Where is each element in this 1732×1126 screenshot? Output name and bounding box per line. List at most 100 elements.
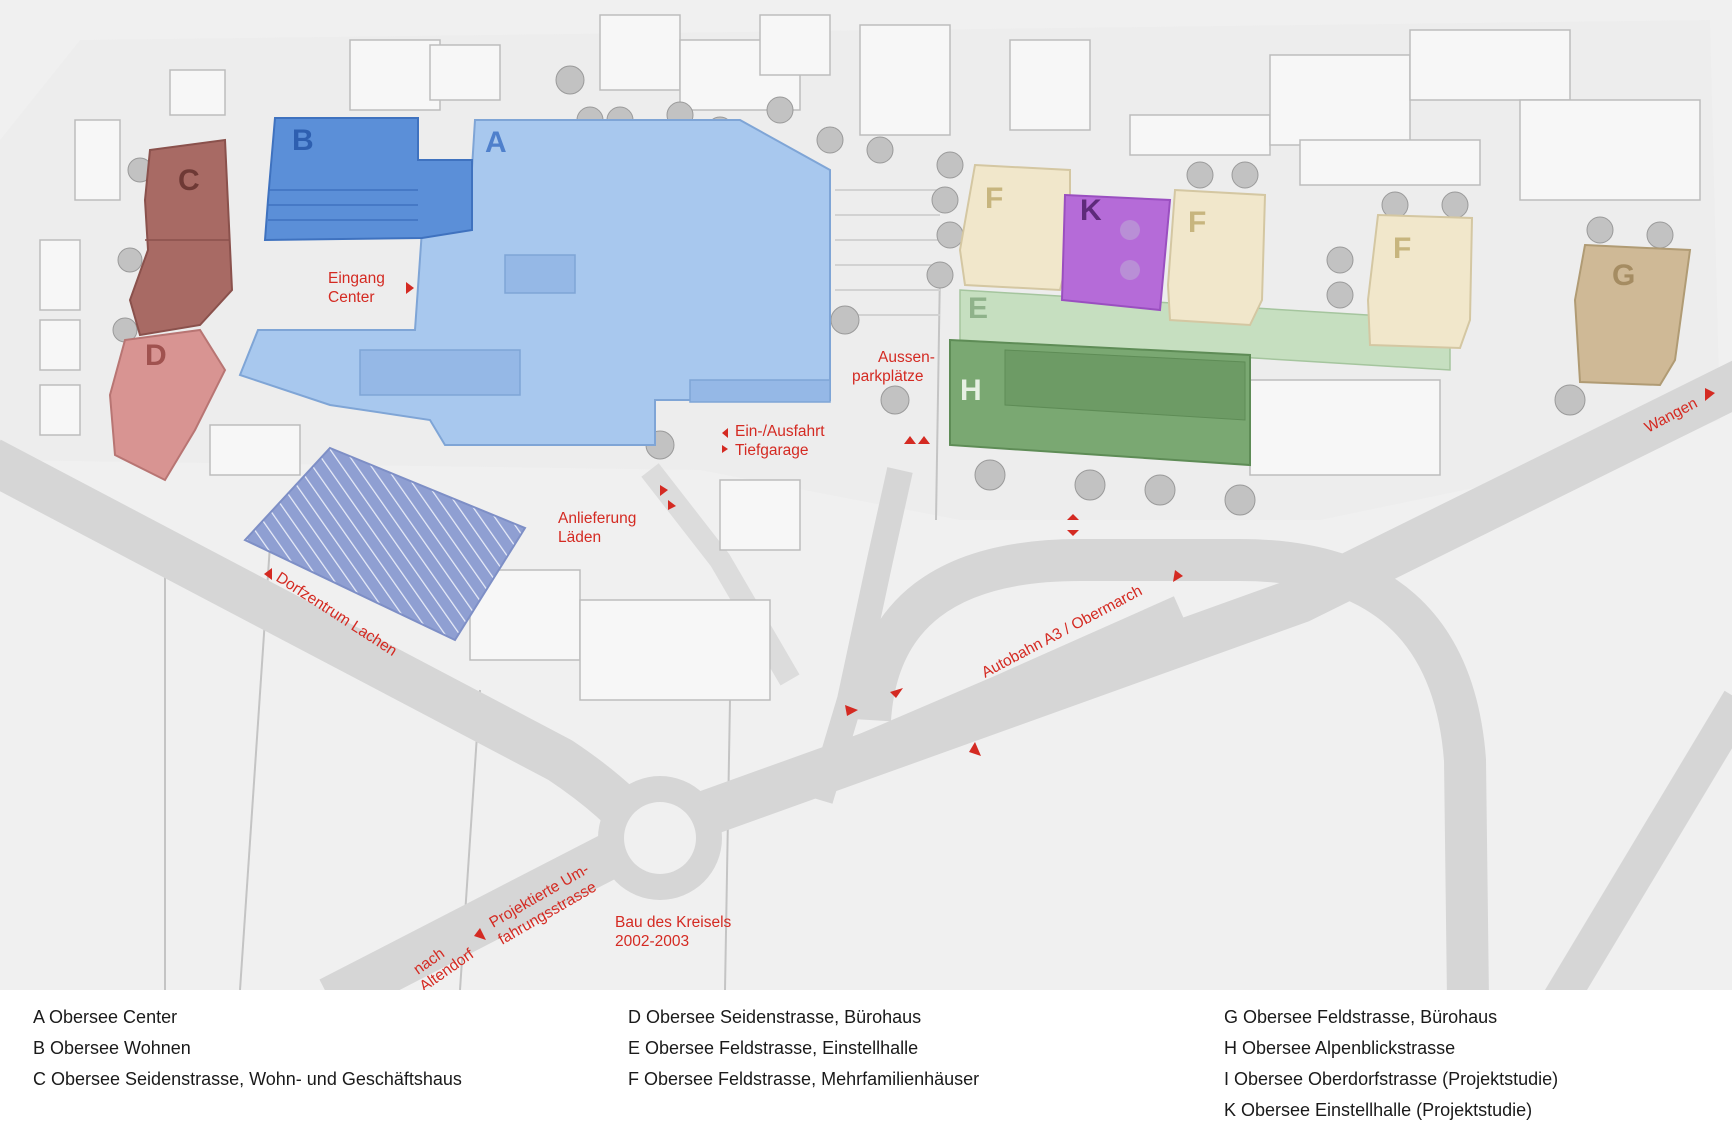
block-b-obersee-wohnen: [263, 117, 473, 242]
roads: [0, 360, 1732, 990]
tree: [117, 247, 143, 273]
gray-building: [169, 69, 226, 116]
tree: [816, 126, 844, 154]
tree: [1586, 216, 1614, 244]
legend: A Obersee Center B Obersee Wohnen C Ober…: [0, 990, 1732, 1124]
gray-building: [1129, 114, 1271, 156]
block-a-roof-detail: [504, 254, 576, 294]
gray-building: [719, 479, 801, 551]
block-f-building: [1166, 188, 1267, 327]
gray-building: [74, 119, 121, 201]
block-k-body: [1060, 193, 1172, 312]
legend-item-h: H Obersee Alpenblickstrasse: [1224, 1038, 1456, 1058]
block-d-body: [108, 328, 227, 482]
label-einausfahrt: Ein-/Ausfahrt: [735, 423, 825, 440]
legend-column-2: D Obersee Seidenstrasse, Bürohaus E Ober…: [628, 1002, 979, 1095]
legend-item-g: G Obersee Feldstrasse, Bürohaus: [1224, 1007, 1498, 1027]
label-anlieferung: Anlieferung: [558, 510, 636, 527]
gray-building: [429, 44, 501, 101]
gray-building: [759, 14, 831, 76]
block-c-body: [128, 138, 234, 337]
neighbour-buildings: [39, 14, 1701, 701]
legend-item-a: A Obersee Center: [33, 1007, 178, 1027]
block-d-seidenstrasse-buero: [108, 328, 227, 482]
gray-building: [1409, 29, 1571, 101]
block-letter-g: G: [1612, 259, 1635, 292]
label-kreisel: Bau des Kreisels: [615, 914, 732, 931]
gray-building: [349, 39, 441, 111]
label-laeden: Läden: [558, 529, 601, 546]
block-f-building: [1366, 213, 1474, 350]
arrow-marker: [1067, 514, 1079, 520]
gray-building: [599, 14, 681, 91]
tree: [1441, 191, 1469, 219]
legend-column-3: G Obersee Feldstrasse, Bürohaus H Oberse…: [1224, 1002, 1558, 1126]
tree: [866, 136, 894, 164]
tree: [926, 261, 954, 289]
block-letter-a: A: [485, 126, 507, 159]
tree: [1224, 484, 1256, 516]
gray-building: [1299, 139, 1481, 186]
gray-building: [1519, 99, 1701, 201]
block-letter-c: C: [178, 164, 200, 197]
tree: [1326, 246, 1354, 274]
label-eingang: Eingang: [328, 270, 385, 287]
label-aussen: Aussen-: [878, 349, 935, 366]
direction-markers: [264, 282, 1715, 940]
gray-building: [39, 239, 81, 311]
arrow-marker: [1173, 570, 1183, 582]
arrow-marker: [722, 428, 728, 438]
label-parkplaetze: parkplätze: [852, 368, 924, 385]
gray-building: [579, 599, 771, 701]
block-letter-f1: F: [985, 182, 1003, 215]
road-right-curve: [1545, 690, 1732, 990]
tree: [766, 96, 794, 124]
road-access: [807, 467, 913, 804]
arrow-marker: [406, 282, 414, 294]
tree: [1186, 161, 1214, 189]
site-model-map: B A C D F K F F G E H Eingang Center Aus…: [0, 0, 1732, 990]
block-letter-b: B: [292, 124, 314, 157]
legend-column-1: A Obersee Center B Obersee Wohnen C Ober…: [33, 1002, 462, 1095]
label-tiefgarage: Tiefgarage: [735, 442, 809, 459]
arrow-marker: [264, 568, 272, 580]
tree: [830, 305, 860, 335]
block-a-roof-detail: [359, 349, 521, 396]
block-f-building: [958, 163, 1071, 292]
road-main-diagonal: [319, 360, 1732, 990]
arrow-marker: [722, 445, 728, 453]
tree: [1144, 474, 1176, 506]
arrow-marker: [1067, 530, 1079, 536]
block-h-alpenblickstrasse: [949, 338, 1251, 467]
block-i-oberdorfstrasse: [243, 446, 527, 642]
block-letter-h: H: [960, 374, 982, 407]
road-autobahn-ramp: [784, 596, 1187, 794]
legend-item-k: K Obersee Einstellhalle (Projektstudie): [1224, 1100, 1533, 1120]
roundabout-center: [624, 802, 696, 874]
tree: [936, 221, 964, 249]
arrow-marker: [1705, 388, 1715, 401]
legend-item-f: F Obersee Feldstrasse, Mehrfamilienhäuse…: [628, 1069, 980, 1089]
arrow-marker: [969, 742, 981, 756]
arrow-marker: [474, 928, 486, 940]
gray-building: [1009, 39, 1091, 131]
gray-building: [859, 24, 951, 136]
tree: [1381, 191, 1409, 219]
arrow-marker: [668, 500, 676, 510]
block-k-tree: [1120, 220, 1140, 240]
tree: [555, 65, 585, 95]
tree: [1554, 384, 1586, 416]
block-letter-k: K: [1080, 194, 1102, 227]
tree: [1074, 469, 1106, 501]
gray-building: [39, 319, 81, 371]
arrow-marker: [660, 485, 668, 496]
block-letter-f3: F: [1393, 232, 1411, 265]
block-k-einstellhalle-projekt: [1060, 193, 1172, 312]
block-g-feldstrasse-buero: [1573, 243, 1692, 387]
block-k-tree: [1120, 260, 1140, 280]
arrow-marker: [918, 436, 930, 444]
tree: [931, 186, 959, 214]
gray-building: [1269, 54, 1411, 146]
gray-building: [39, 384, 81, 436]
block-e-einstellhalle: [959, 289, 1451, 371]
